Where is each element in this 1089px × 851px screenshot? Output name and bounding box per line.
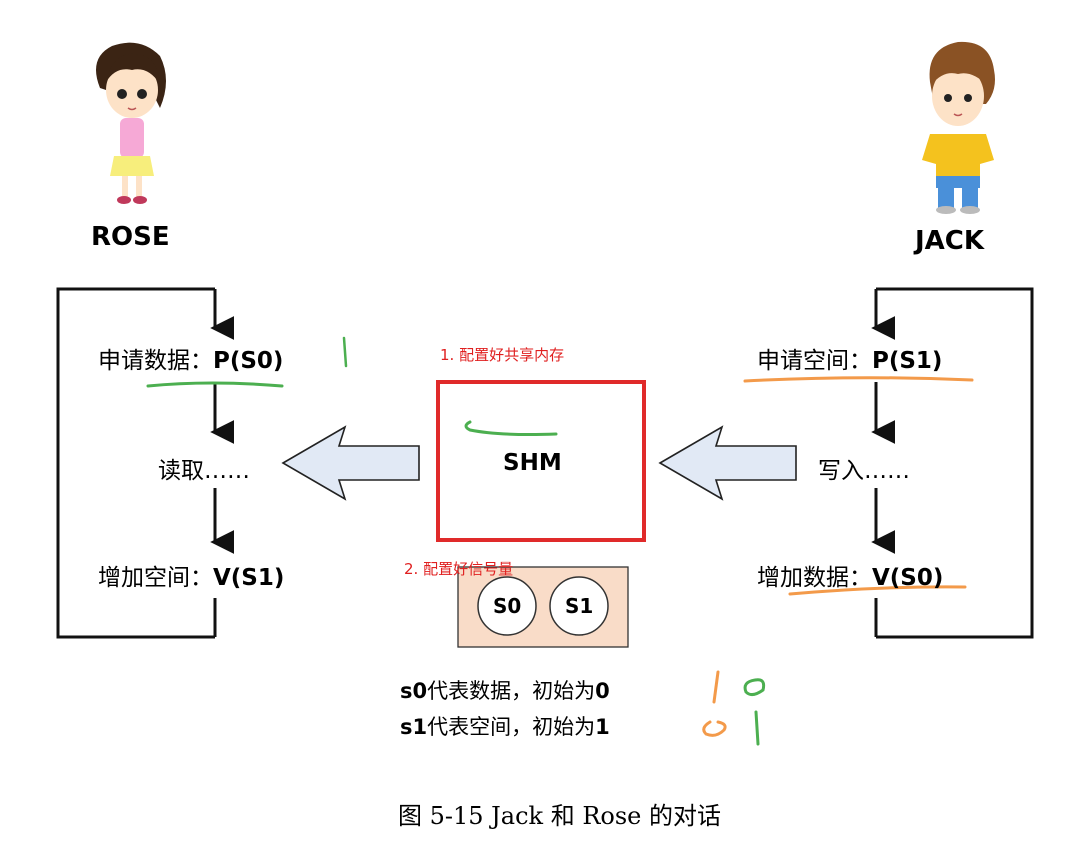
shm-config-note: 1. 配置好共享内存 [440, 346, 565, 364]
semaphore-s1-circle [549, 576, 609, 636]
jack-step-request-space: 申请空间：P(S1) [757, 341, 942, 375]
rose-step3-op: V(S1) [213, 565, 285, 591]
shm-label: SHM [503, 450, 562, 476]
legend-s0-text: 代表数据，初始为 [427, 679, 596, 703]
jack-loop [871, 287, 1034, 639]
rose-loop [56, 287, 235, 639]
jack-name: JACK [915, 226, 985, 256]
legend-s1-val: 1 [595, 715, 610, 739]
rose-step-request-data: 申请数据：P(S0) [98, 341, 283, 375]
semaphore-config-note: 2. 配置好信号量 [404, 560, 514, 578]
rose-character [96, 42, 166, 204]
rose-step3-text: 增加空间： [98, 565, 213, 591]
handwritten-marks [146, 336, 974, 746]
figure-caption: 图 5-15 Jack 和 Rose 的对话 [398, 802, 722, 830]
jack-character [922, 41, 995, 214]
jack-step-write: 写入…… [818, 458, 910, 484]
rose-step-add-space: 增加空间：V(S1) [98, 558, 284, 592]
legend-s1: s1代表空间，初始为1 [400, 711, 610, 741]
legend-s1-text: 代表空间，初始为 [427, 715, 596, 739]
rose-name: ROSE [91, 222, 170, 252]
rose-step-read: 读取…… [158, 458, 250, 484]
jack-to-shm-arrow [658, 425, 797, 501]
legend-s0-val: 0 [595, 679, 610, 703]
semaphore-s0-label: S0 [493, 594, 522, 618]
jack-step1-text: 申请空间： [757, 348, 872, 374]
semaphore-s1-label: S1 [565, 594, 594, 618]
legend-s0: s0代表数据，初始为0 [400, 675, 610, 705]
semaphore-s0-circle [477, 576, 537, 636]
rose-step1-text: 申请数据： [98, 348, 213, 374]
jack-step3-text: 增加数据： [757, 565, 872, 591]
jack-step-add-data: 增加数据：V(S0) [757, 558, 943, 592]
shm-box [436, 380, 646, 542]
legend-s1-var: s1 [400, 715, 428, 739]
legend-s0-var: s0 [400, 679, 428, 703]
shm-to-rose-arrow [281, 425, 420, 501]
rose-step1-op: P(S0) [213, 348, 284, 374]
jack-step3-op: V(S0) [872, 565, 944, 591]
jack-step1-op: P(S1) [872, 348, 943, 374]
